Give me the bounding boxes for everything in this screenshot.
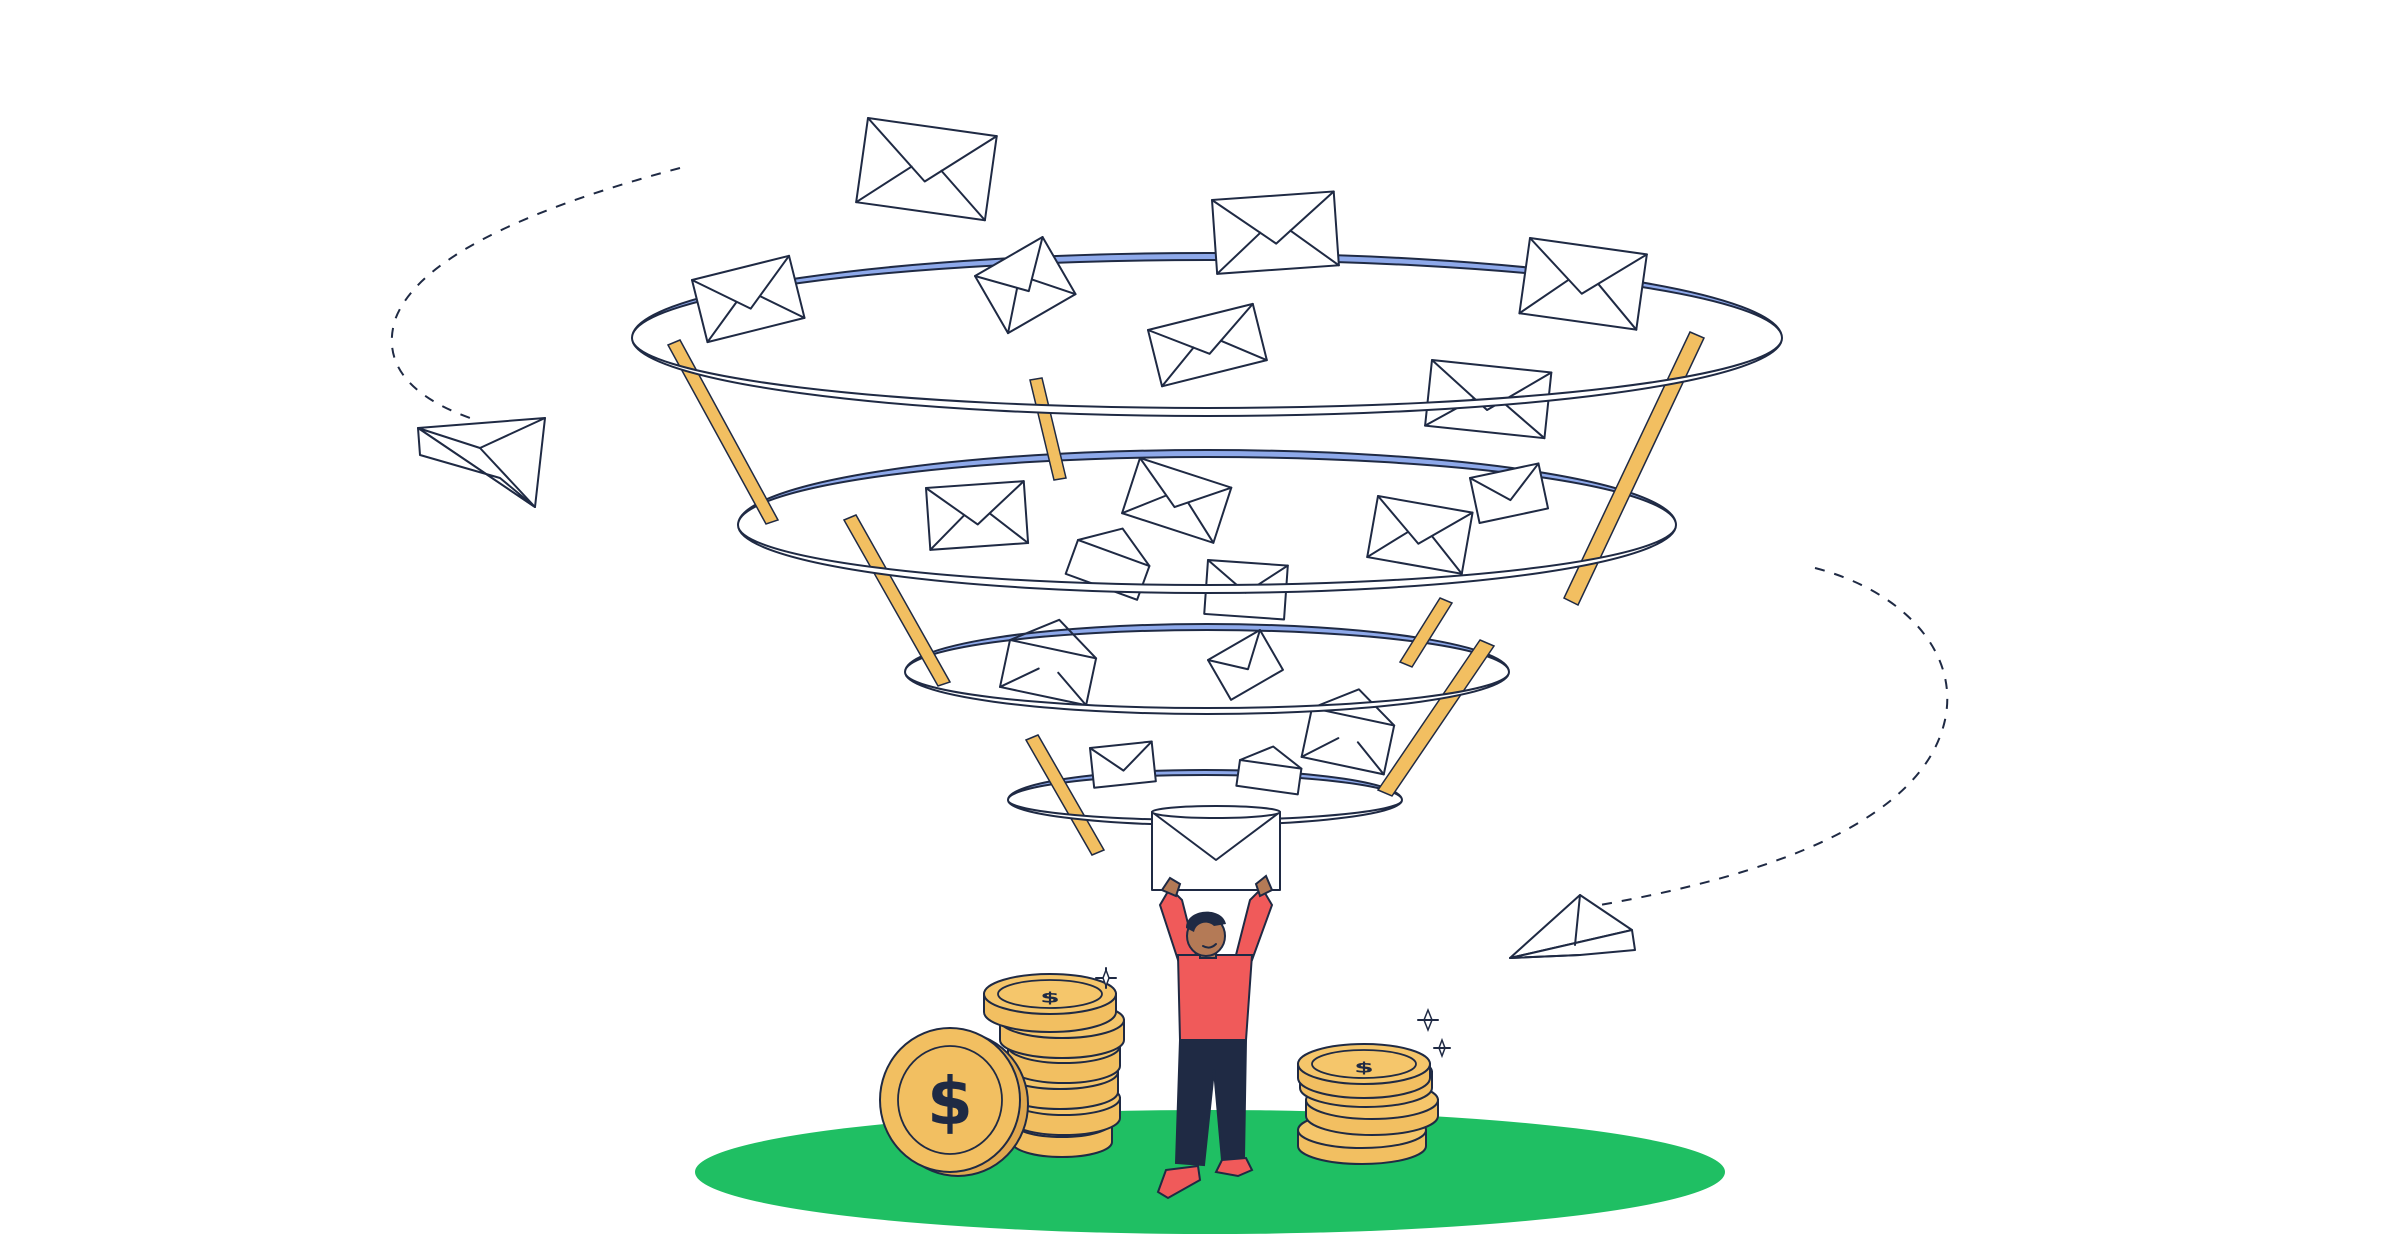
coin-stack-right: $ [1297,1007,1451,1165]
ground-ellipse [695,1110,1725,1234]
funnel-ring-4-front [1007,799,1403,826]
envelope-icon [1518,237,1648,331]
envelope-icon [1211,190,1340,275]
envelopes [691,117,1648,796]
envelope-icon [1151,805,1281,891]
envelope-icon [999,618,1098,707]
funnel-ring-3-front [904,671,1510,715]
coin-stack-left: $ $ [879,967,1125,1177]
svg-text:$: $ [1040,990,1059,1006]
envelope-icon [974,236,1077,335]
envelope-icon [691,254,806,344]
envelope-icon [1121,457,1233,544]
envelope-icon [1300,688,1396,776]
paper-plane-icon [417,417,546,508]
coin-icon: $ [879,1027,1029,1177]
envelope-icon [855,117,998,222]
envelope-icon [1366,494,1474,575]
envelope-icon [1147,302,1268,388]
sparkle-icon [1433,1037,1451,1059]
envelope-icon [1235,745,1303,796]
funnel-poles [666,331,1706,856]
paper-plane-icon [1509,894,1636,959]
svg-text:$: $ [1354,1060,1373,1076]
funnel-ring-1-front [631,337,1783,417]
dashed-path-right [1599,567,1949,906]
coin-icon: $ [1297,1043,1431,1099]
person-figure [1156,874,1274,1200]
sparkle-icon [1095,967,1117,989]
sparkle-icon [1417,1007,1439,1033]
funnel-ring-2-front [737,524,1677,594]
envelope-icon [1207,629,1284,701]
envelope-icon [925,480,1030,551]
dashed-path-left [390,167,681,419]
envelope-icon [1089,740,1157,789]
coin-icon: $ [983,973,1117,1033]
envelope-icon [1469,462,1550,524]
svg-text:$: $ [927,1063,973,1140]
